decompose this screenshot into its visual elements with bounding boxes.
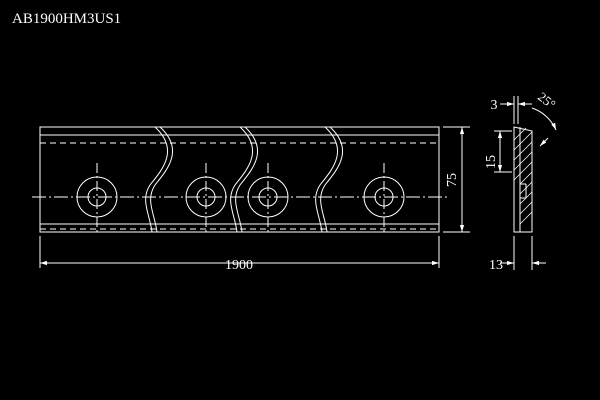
height-label-text: 75 xyxy=(445,173,460,187)
thickness-label: 13 xyxy=(489,258,503,273)
bolt-hole-4 xyxy=(363,163,405,232)
bevel-hatch xyxy=(513,127,533,225)
angle-dimension xyxy=(531,107,557,147)
side-view xyxy=(494,96,557,270)
length-dimension xyxy=(39,236,440,268)
top-offset-dimension xyxy=(500,96,532,124)
top-offset-label: 3 xyxy=(491,98,498,113)
drawing-title: AB1900HM3US1 xyxy=(12,11,122,27)
break-line-1b xyxy=(150,126,173,233)
angle-label: 25° xyxy=(535,89,559,112)
length-label: 1900 xyxy=(225,258,253,273)
break-line-3a xyxy=(315,126,338,233)
bolt-hole-2 xyxy=(185,163,227,232)
break-line-1a xyxy=(145,126,168,233)
break-line-2a xyxy=(230,126,253,233)
bevel-label: 15 xyxy=(484,155,499,169)
front-view xyxy=(32,126,470,268)
thickness-dimension xyxy=(500,236,546,270)
height-dimension xyxy=(443,126,470,233)
side-profile-outline xyxy=(513,126,533,233)
bolt-hole-1 xyxy=(76,163,118,232)
break-line-2b xyxy=(235,126,258,233)
bolt-hole-3 xyxy=(247,163,289,232)
blade-outline xyxy=(39,126,440,233)
bevel-dimension xyxy=(494,130,512,173)
break-line-3b xyxy=(320,126,343,233)
